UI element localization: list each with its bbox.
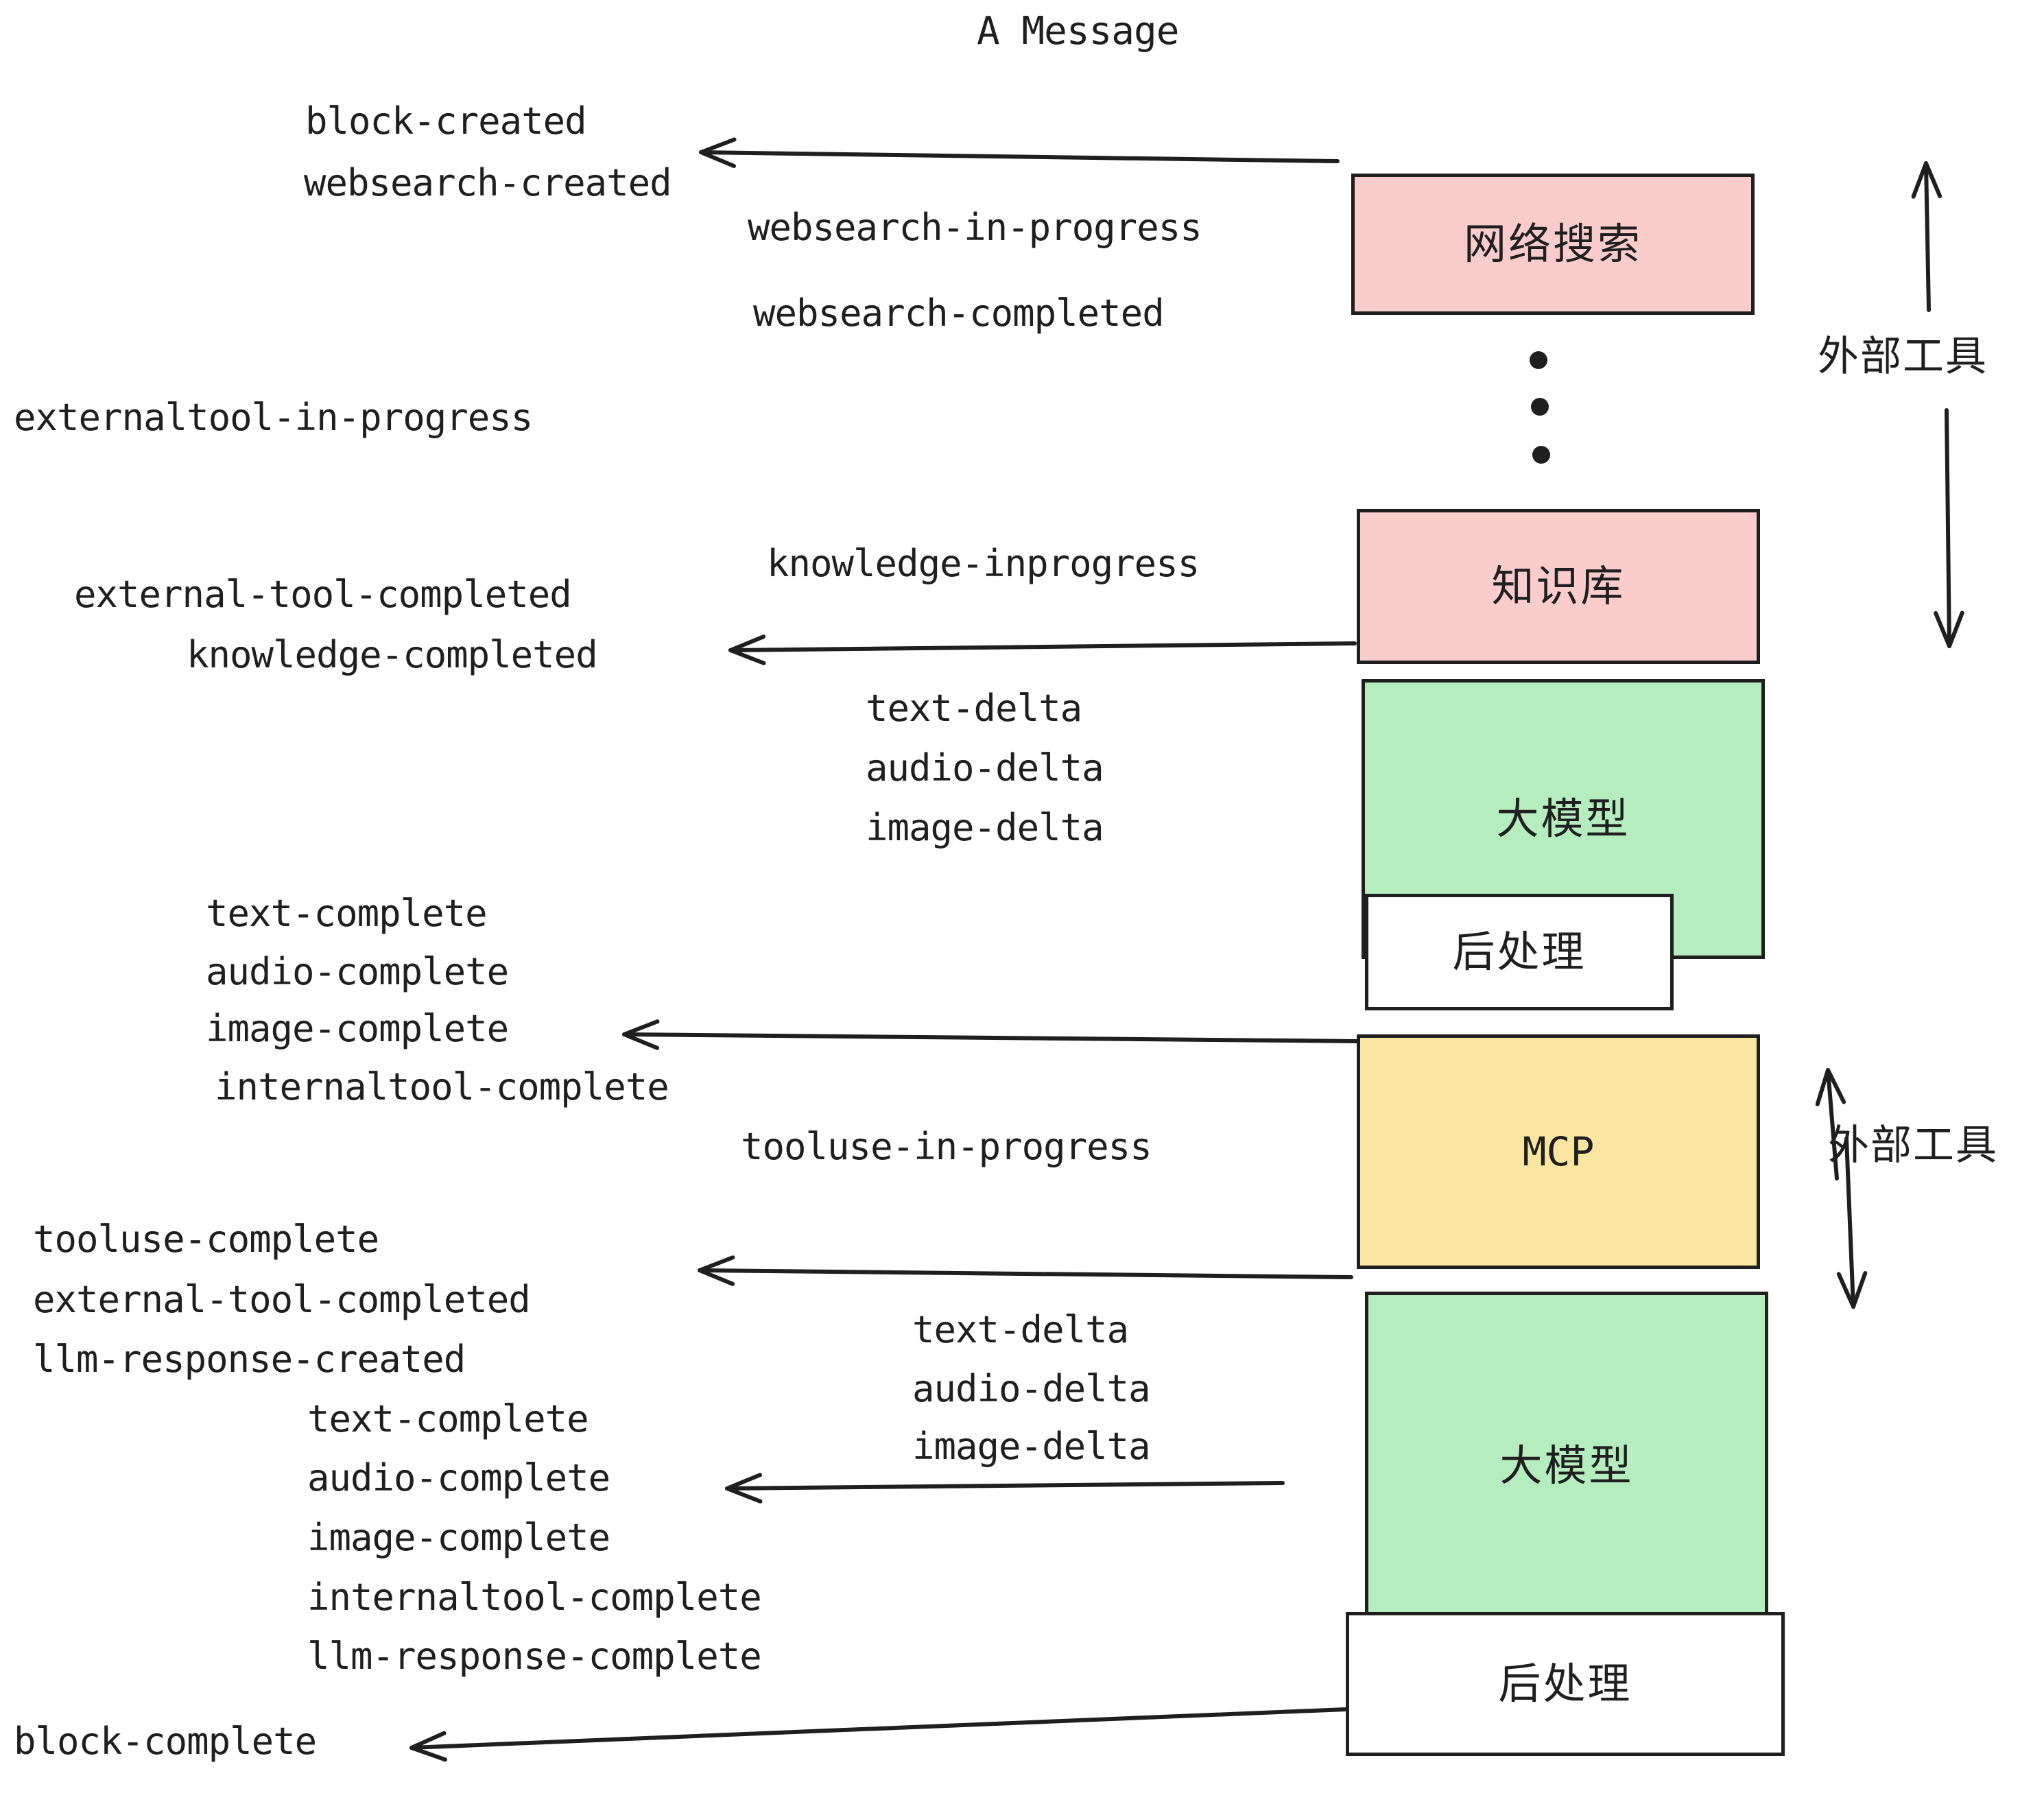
arrow-arrow-audio-complete bbox=[725, 1473, 1285, 1504]
arrow-arrow-knowledge-completed bbox=[728, 634, 1357, 665]
event-label-tooluse-in-progress: tooluse-in-progress bbox=[741, 1125, 1152, 1168]
event-label-websearch-created: websearch-created bbox=[304, 161, 672, 204]
side-label-external-tool-top: 外部工具 bbox=[1818, 333, 1988, 381]
node-box-label-llm-1: 大模型 bbox=[1496, 794, 1630, 844]
node-box-label-knowledge: 知识库 bbox=[1491, 561, 1626, 611]
arrow-arrow-image-complete bbox=[622, 1019, 1360, 1050]
event-label-internaltool-complete-2: internaltool-complete bbox=[307, 1576, 762, 1619]
event-label-block-created: block-created bbox=[305, 99, 587, 143]
event-label-image-complete-1: image-complete bbox=[206, 1007, 509, 1050]
node-box-label-llm-2: 大模型 bbox=[1499, 1440, 1634, 1491]
event-label-audio-delta-1: audio-delta bbox=[866, 746, 1104, 790]
node-box-postprocess-2: 后处理 bbox=[1346, 1612, 1785, 1756]
arrow-arrow-tooluse-complete bbox=[698, 1255, 1353, 1286]
node-box-knowledge: 知识库 bbox=[1357, 509, 1760, 664]
event-label-audio-complete-1: audio-complete bbox=[206, 950, 509, 993]
event-label-llm-response-complete: llm-response-complete bbox=[307, 1635, 762, 1678]
node-box-llm-2: 大模型 bbox=[1365, 1292, 1768, 1640]
event-label-image-delta-1: image-delta bbox=[866, 806, 1104, 849]
side-label-external-tool-bottom: 外部工具 bbox=[1828, 1121, 1998, 1170]
node-box-label-postprocess-1: 后处理 bbox=[1452, 927, 1587, 977]
event-label-websearch-completed: websearch-completed bbox=[753, 292, 1165, 335]
node-box-label-postprocess-2: 后处理 bbox=[1498, 1659, 1632, 1709]
node-box-label-mcp: MCP bbox=[1522, 1128, 1595, 1175]
event-label-external-tool-completed-1: external-tool-completed bbox=[74, 573, 572, 616]
node-box-label-websearch: 网络搜索 bbox=[1463, 219, 1642, 269]
event-label-text-delta-2: text-delta bbox=[912, 1308, 1129, 1351]
event-label-websearch-in-progress: websearch-in-progress bbox=[748, 206, 1202, 249]
event-label-llm-response-created: llm-response-created bbox=[33, 1338, 466, 1381]
arrow-arrow-external-tool-down-top bbox=[1934, 408, 1964, 648]
event-label-text-complete-2: text-complete bbox=[307, 1397, 589, 1440]
event-label-external-tool-completed-2: external-tool-completed bbox=[33, 1278, 531, 1321]
event-label-text-complete-1: text-complete bbox=[206, 892, 488, 935]
event-label-image-complete-2: image-complete bbox=[307, 1516, 610, 1559]
arrow-arrow-block-complete bbox=[409, 1707, 1348, 1762]
ellipsis-dot-3 bbox=[1532, 446, 1550, 464]
event-label-externaltool-in-progress: externaltool-in-progress bbox=[14, 396, 533, 439]
event-label-audio-complete-2: audio-complete bbox=[307, 1456, 610, 1499]
arrow-arrow-external-tool-up-top bbox=[1911, 161, 1942, 312]
arrow-arrow-block-created bbox=[699, 137, 1340, 168]
event-label-knowledge-completed: knowledge-completed bbox=[187, 633, 598, 676]
node-box-postprocess-1: 后处理 bbox=[1365, 894, 1674, 1010]
event-label-image-delta-2: image-delta bbox=[912, 1425, 1151, 1468]
node-box-websearch: 网络搜索 bbox=[1351, 174, 1755, 315]
ellipsis-dot-1 bbox=[1530, 351, 1547, 369]
event-label-internaltool-complete-1: internaltool-complete bbox=[215, 1065, 669, 1108]
event-label-tooluse-complete: tooluse-complete bbox=[33, 1218, 379, 1261]
node-box-mcp: MCP bbox=[1357, 1034, 1760, 1269]
event-label-text-delta-1: text-delta bbox=[866, 687, 1082, 730]
event-label-knowledge-inprogress: knowledge-inprogress bbox=[767, 542, 1200, 585]
event-label-audio-delta-2: audio-delta bbox=[912, 1367, 1151, 1410]
page-title: A Message bbox=[977, 9, 1179, 54]
ellipsis-dot-2 bbox=[1531, 398, 1549, 416]
event-label-block-complete: block-complete bbox=[14, 1720, 317, 1763]
